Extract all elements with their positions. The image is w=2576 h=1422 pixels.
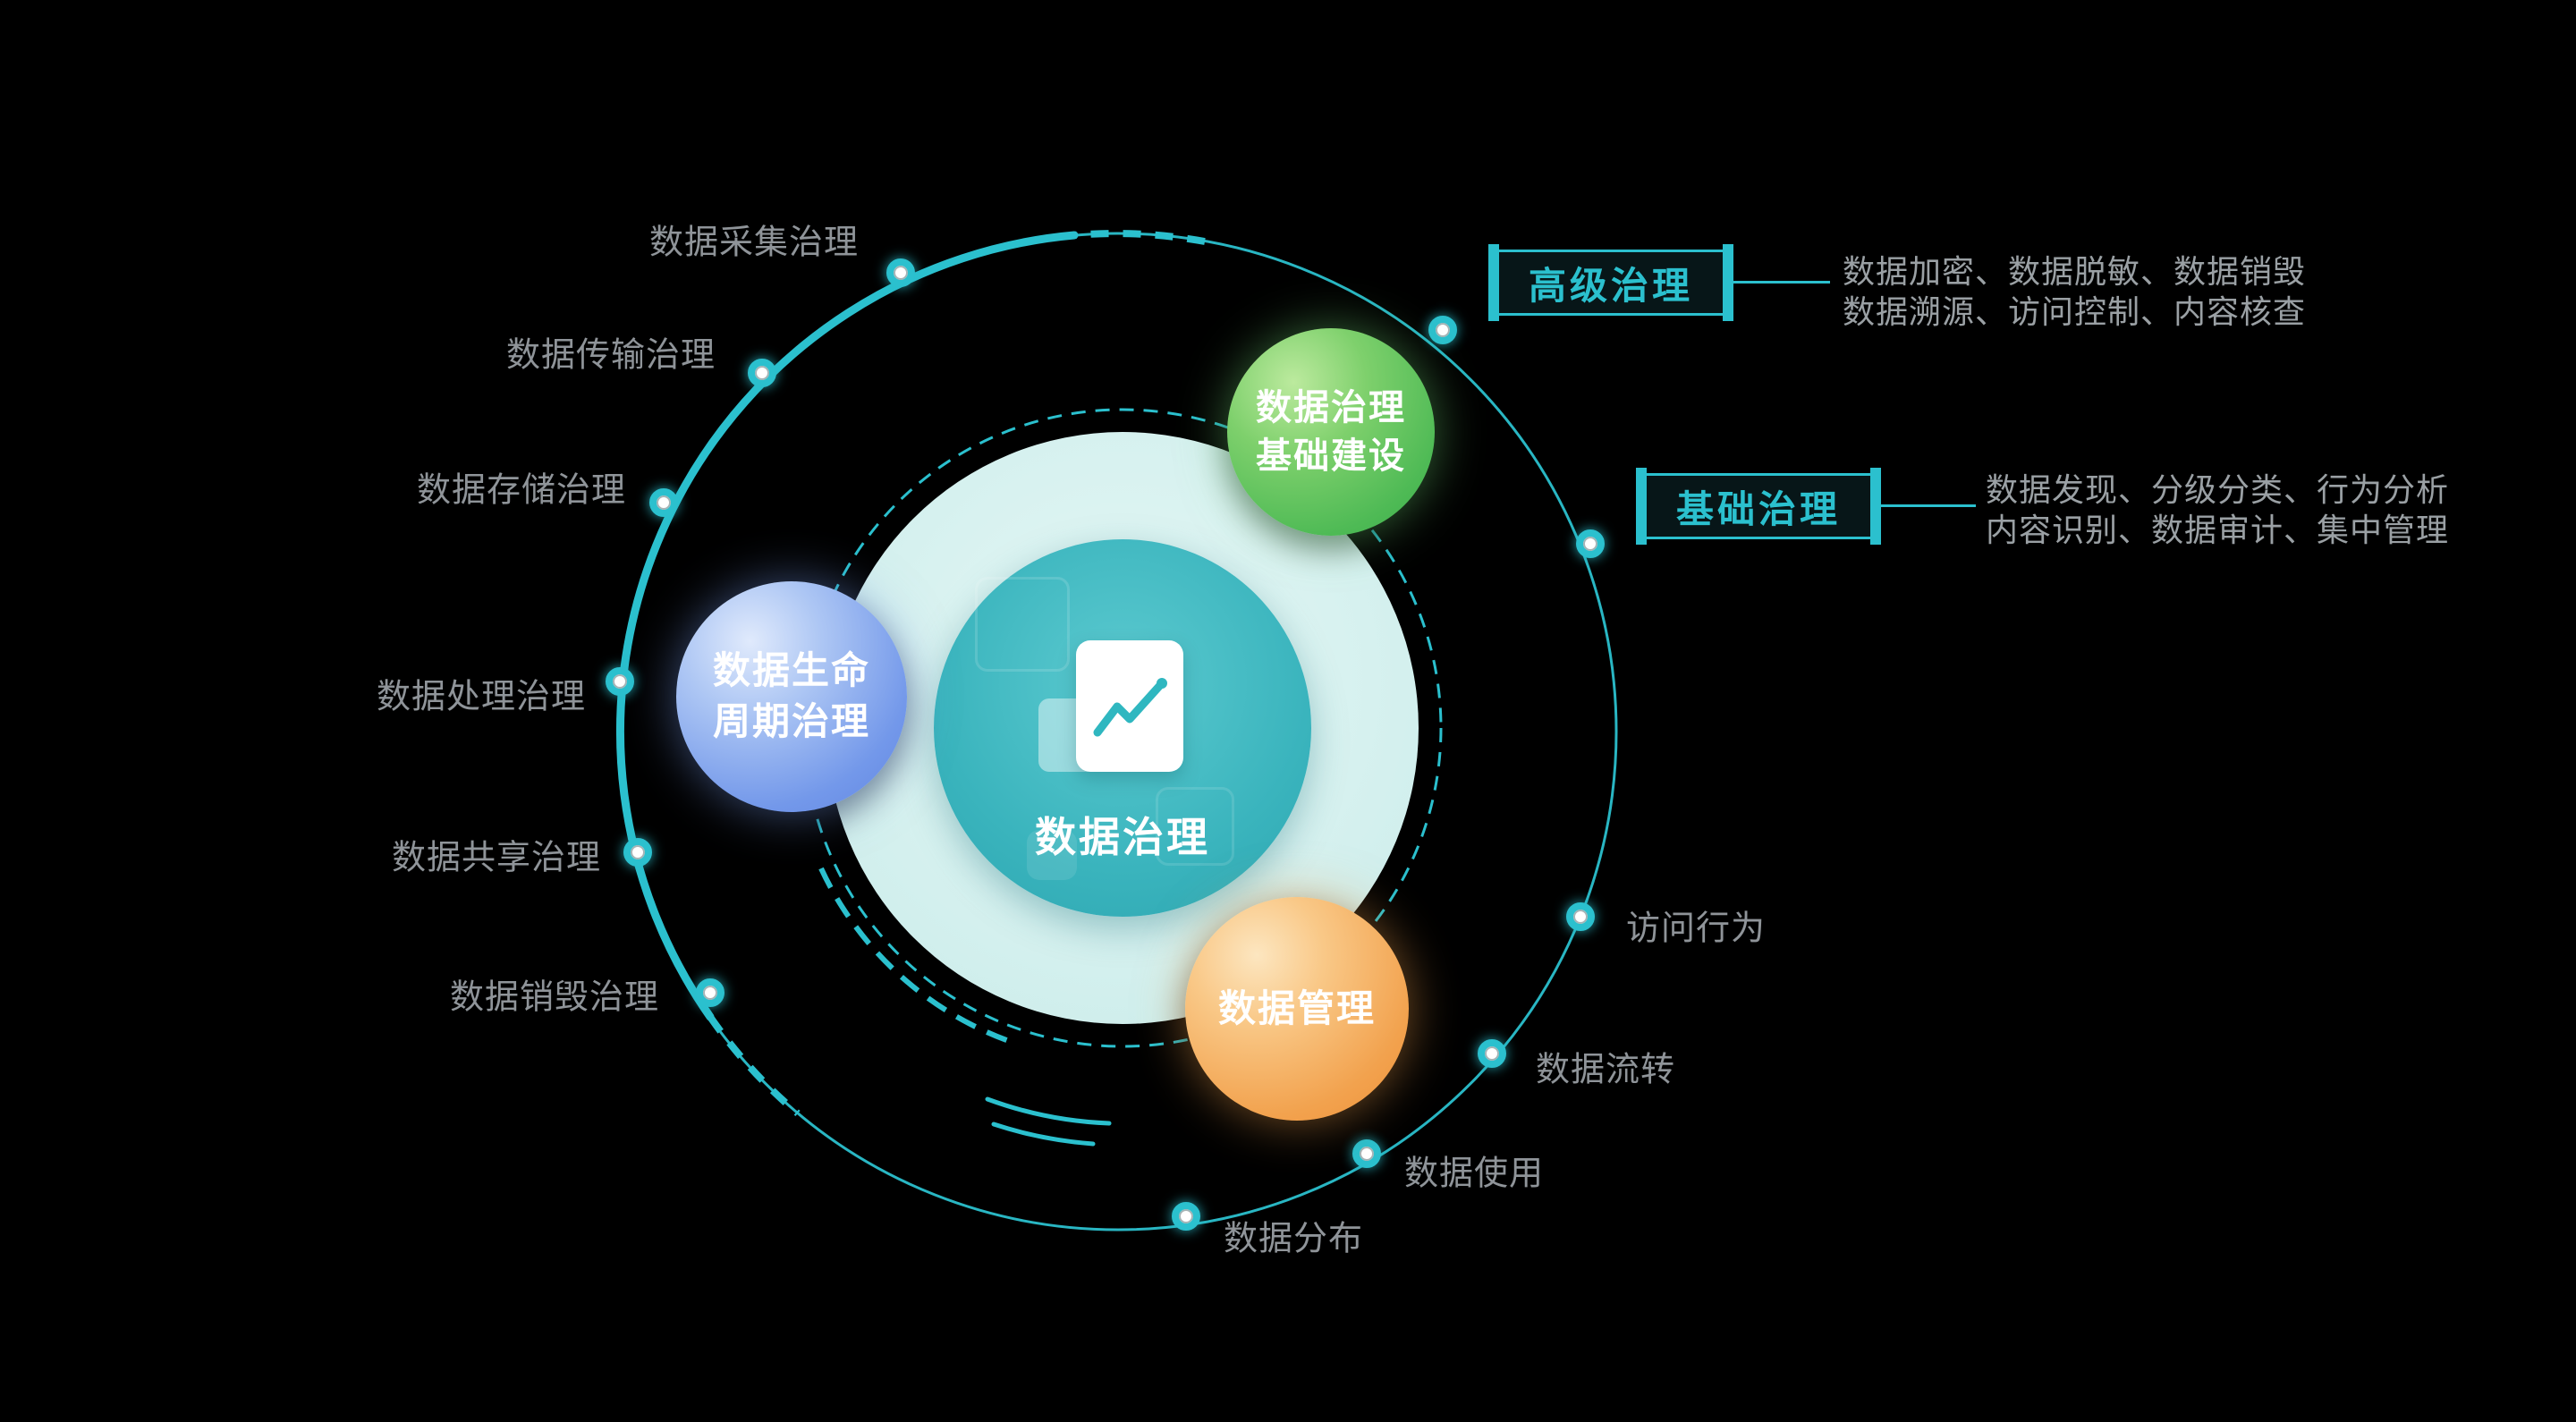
outer-orbit-dash-top — [1073, 230, 1206, 245]
orbit-label-transmission: 数据传输治理 — [505, 336, 716, 375]
chart-line-icon — [1093, 678, 1167, 737]
satellite-infrastructure: 数据治理 基础建设 — [1227, 328, 1435, 536]
satellite-infrastructure-line1: 数据治理 — [1256, 388, 1406, 427]
ring-node — [623, 838, 652, 867]
ring-node — [606, 667, 634, 696]
orbit-label-data-flow: 数据流转 — [1536, 1051, 1676, 1089]
ring-node — [696, 978, 724, 1007]
decor-arc-1 — [985, 1096, 1112, 1126]
orbit-label-data-distribution: 数据分布 — [1224, 1220, 1364, 1258]
orbit-label-collection: 数据采集治理 — [648, 224, 859, 262]
center-title: 数据治理 — [1035, 814, 1210, 860]
core-pattern-square — [975, 577, 1070, 672]
ring-node — [748, 359, 776, 387]
callout-basic-desc-line1: 数据发现、分级分类、行为分析 — [1986, 471, 2450, 508]
core-pattern-square — [1027, 830, 1077, 880]
core-pattern-square — [1156, 787, 1234, 866]
callout-basic-governance: 基础治理 — [1636, 468, 1881, 545]
ring-node — [1428, 316, 1457, 344]
callout-advanced-desc-line1: 数据加密、数据脱敏、数据销毁 — [1843, 253, 2307, 290]
ring-node — [1478, 1039, 1506, 1068]
ring-node — [649, 488, 678, 517]
satellite-lifecycle-line2: 周期治理 — [712, 700, 870, 742]
ring-node — [886, 258, 915, 287]
satellite-lifecycle: 数据生命 周期治理 — [676, 581, 907, 812]
orbit-label-processing: 数据处理治理 — [376, 678, 586, 716]
ring-node — [1566, 902, 1595, 931]
callout-advanced-connector — [1730, 281, 1830, 284]
inner-dashed-arc — [818, 867, 1011, 1044]
orbit-label-data-usage: 数据使用 — [1404, 1155, 1545, 1193]
decor-arc-2 — [991, 1122, 1096, 1147]
callout-basic-connector — [1877, 504, 1976, 507]
callout-advanced-desc: 数据加密、数据脱敏、数据销毁 数据溯源、访问控制、内容核查 — [1843, 251, 2306, 332]
callout-basic-title: 基础治理 — [1675, 487, 1841, 530]
callout-basic-desc-line2: 内容识别、数据审计、集中管理 — [1986, 512, 2450, 548]
ring-node — [1352, 1139, 1381, 1168]
outer-orbit-thick-arc — [616, 231, 1079, 1021]
satellite-management-line1: 数据管理 — [1217, 986, 1376, 1029]
document-chart-icon — [1076, 640, 1183, 772]
outer-orbit-dash-bottom — [707, 1014, 801, 1117]
callout-advanced-desc-line2: 数据溯源、访问控制、内容核查 — [1843, 293, 2307, 330]
callout-advanced-title: 高级治理 — [1528, 264, 1693, 307]
satellite-lifecycle-line1: 数据生命 — [712, 649, 870, 692]
callout-advanced-governance: 高级治理 — [1488, 244, 1733, 321]
orbit-label-sharing: 数据共享治理 — [391, 839, 601, 877]
ring-node — [1172, 1202, 1200, 1231]
orbit-label-storage: 数据存储治理 — [416, 471, 626, 510]
satellite-management: 数据管理 — [1185, 897, 1409, 1121]
satellite-infrastructure-line2: 基础建设 — [1256, 436, 1406, 476]
orbit-label-destruction: 数据销毁治理 — [449, 978, 659, 1017]
ring-node — [1576, 529, 1605, 558]
callout-basic-desc: 数据发现、分级分类、行为分析 内容识别、数据审计、集中管理 — [1986, 470, 2449, 550]
orbit-label-access-behavior: 访问行为 — [1626, 910, 1767, 948]
